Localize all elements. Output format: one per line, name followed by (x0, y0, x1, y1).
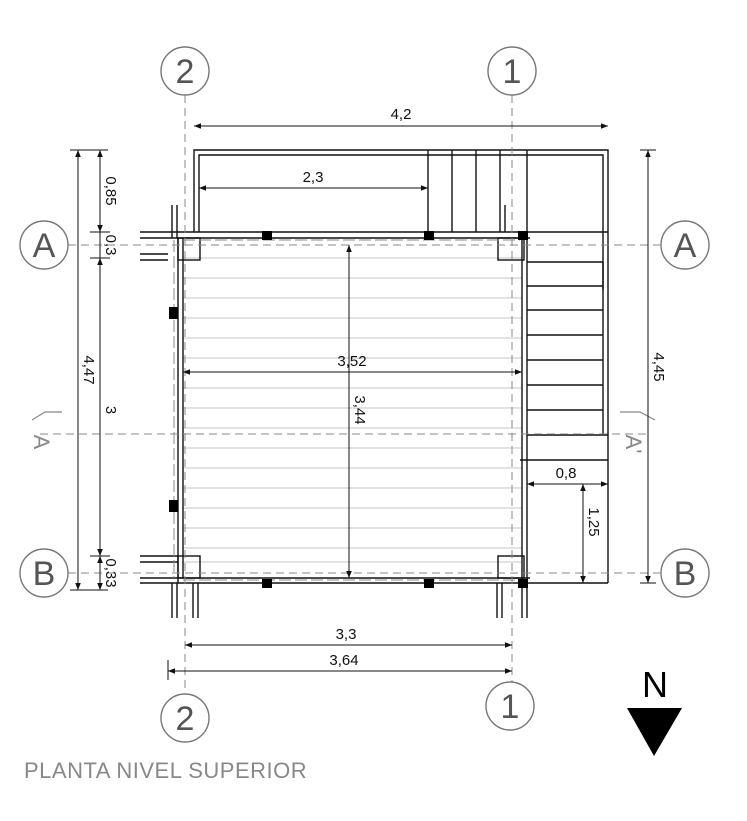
dim-left-top: 0,85 (102, 176, 119, 205)
axis-bubble-B-right (660, 548, 710, 598)
dim-top-width: 4,2 (391, 106, 412, 123)
axis-bubble-1-top (487, 46, 537, 96)
axis-grid (40, 95, 660, 690)
dim-mid-height: 3,44 (351, 395, 368, 424)
axis-label-A-right: A (674, 227, 697, 265)
dim-left-bottom: 0,33 (102, 558, 119, 587)
axis-bubble-B-left (19, 548, 69, 598)
axis-bubbles (19, 46, 710, 743)
dim-left-a: 0,3 (102, 235, 119, 256)
north-arrow-icon (627, 708, 682, 756)
dim-mid-width: 3,52 (337, 353, 366, 370)
walls (140, 149, 609, 618)
section-markers (31, 411, 656, 421)
posts (169, 231, 528, 588)
dim-left-total: 4,47 (80, 355, 97, 384)
deck-boards (182, 257, 522, 563)
axis-bubble-A-left (19, 220, 69, 270)
dim-stair-h: 1,25 (585, 507, 602, 536)
dim-axis-span: 3,3 (336, 626, 357, 643)
dim-stair-w: 0,8 (556, 465, 577, 482)
section-label-right: A' (621, 435, 646, 454)
axis-bubble-A-right (660, 220, 710, 270)
dim-bottom-total: 3,64 (329, 652, 358, 669)
drawing-title: PLANTA NIVEL SUPERIOR (24, 758, 308, 783)
axis-bubble-1-bottom (485, 681, 535, 731)
dim-right-total: 4,45 (650, 352, 667, 381)
axis-label-1-top: 1 (503, 53, 522, 91)
axis-label-B-left: B (33, 555, 56, 593)
north-label: N (642, 664, 668, 705)
axis-label-2-bottom: 2 (176, 700, 195, 738)
dimension-lines (70, 123, 656, 680)
beam-dashes (173, 239, 520, 581)
axis-bubble-2-top (160, 46, 210, 96)
axis-label-1-bottom: 1 (501, 688, 520, 726)
axis-bubble-2-bottom (160, 693, 210, 743)
axis-label-A-left: A (33, 227, 56, 265)
axis-label-2-top: 2 (176, 53, 195, 91)
axis-label-B-right: B (674, 555, 697, 593)
section-label-left: A (29, 435, 54, 450)
dim-left-mid: 3 (102, 406, 119, 414)
dim-inner-top: 2,3 (303, 169, 324, 186)
